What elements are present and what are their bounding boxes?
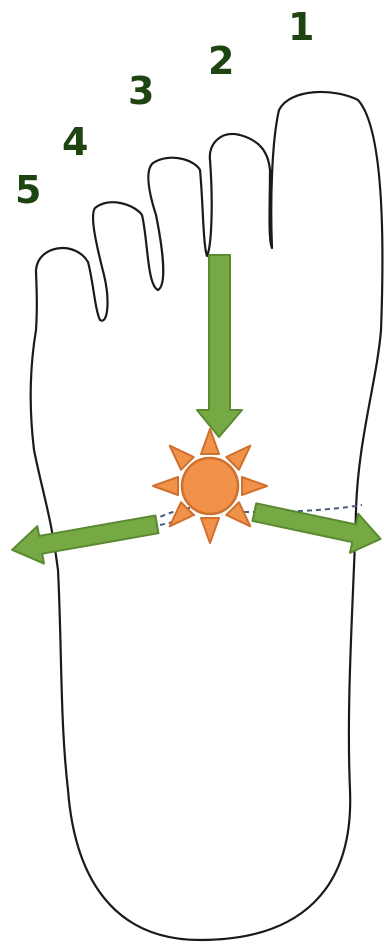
toe-label-1: 1 [288, 5, 314, 49]
toe-label-5: 5 [15, 168, 41, 212]
toe-label-4: 4 [62, 120, 88, 164]
sun-icon [153, 429, 267, 543]
toe-label-3: 3 [128, 69, 154, 113]
foot-outline [31, 92, 383, 940]
toe-label-2: 2 [208, 39, 234, 83]
